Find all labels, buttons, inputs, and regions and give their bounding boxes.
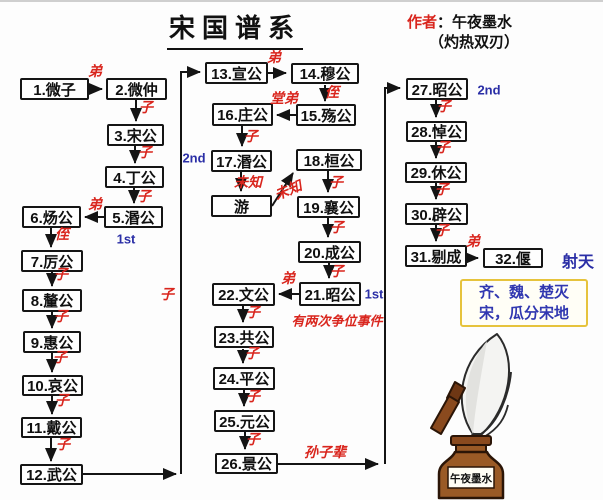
genealogy-node-9: 9.惠公 <box>23 331 81 353</box>
genealogy-node-5: 5.湣公 <box>104 206 163 228</box>
genealogy-node-2: 2.微仲 <box>106 78 167 100</box>
pen-body <box>430 395 460 435</box>
bottle-rim <box>450 435 492 446</box>
genealogy-node-27: 27.昭公 <box>406 78 468 100</box>
genealogy-node-20: 20.成公 <box>298 241 361 263</box>
quill-feather-split <box>480 371 512 435</box>
bottle-label <box>447 466 495 489</box>
genealogy-node-1: 1.微子 <box>20 78 89 100</box>
genealogy-node-25: 25.元公 <box>214 410 275 432</box>
genealogy-node-17: 17.湣公 <box>211 150 272 172</box>
genealogy-node-22: 22.文公 <box>212 283 275 306</box>
genealogy-node-16: 16.庄公 <box>212 103 273 126</box>
genealogy-node-18: 18.桓公 <box>296 149 362 171</box>
genealogy-node-4: 4.丁公 <box>105 166 164 188</box>
genealogy-node-14: 14.穆公 <box>291 63 359 84</box>
quill-feather-shading <box>465 341 487 434</box>
genealogy-node-30: 30.辟公 <box>405 203 468 225</box>
top-edge-strip <box>0 0 603 2</box>
author-name: ：午夜墨水 <box>437 14 513 31</box>
genealogy-node-24: 24.平公 <box>213 367 275 390</box>
genealogy-node-21: 21.昭公 <box>299 282 361 306</box>
genealogy-node-15: 15.殇公 <box>296 104 356 126</box>
genealogy-node-12: 12.武公 <box>20 464 83 485</box>
author-credit: 作者：午夜墨水 （灼热双刃） <box>407 13 519 53</box>
quill-feather-split2 <box>483 404 509 438</box>
conquest-note-line2: 宋，瓜分宋地 <box>478 305 569 322</box>
genealogy-node-8: 8.釐公 <box>22 289 82 312</box>
author-alias: （灼热双刃） <box>429 34 520 51</box>
genealogy-node-7: 7.厉公 <box>21 250 83 272</box>
conquest-note-box: 齐、魏、楚灭 宋，瓜分宋地 <box>460 279 588 327</box>
genealogy-node-26: 26.景公 <box>215 453 278 474</box>
ink-bottle-illustration: 午夜墨水 <box>430 333 512 500</box>
conquest-note-line1: 齐、魏、楚灭 <box>478 284 569 301</box>
author-label: 作者 <box>407 14 438 31</box>
genealogy-node-6: 6.炀公 <box>22 206 81 228</box>
genealogy-node-13: 13.宣公 <box>205 62 268 84</box>
bottle-label-text: 午夜墨水 <box>450 472 492 485</box>
genealogy-node-32: 32.偃 <box>483 248 543 268</box>
genealogy-node-31: 31.剔成 <box>405 245 467 267</box>
genealogy-node-you: 游 <box>211 195 272 217</box>
page-title: 宋国谱系 <box>167 8 304 50</box>
genealogy-node-23: 23.共公 <box>214 326 274 348</box>
genealogy-node-29: 29.休公 <box>405 162 467 183</box>
genealogy-node-19: 19.襄公 <box>297 196 360 218</box>
genealogy-node-28: 28.悼公 <box>406 121 467 142</box>
genealogy-node-10: 10.哀公 <box>22 375 83 396</box>
genealogy-node-11: 11.戴公 <box>21 417 82 438</box>
genealogy-node-3: 3.宋公 <box>107 124 164 146</box>
